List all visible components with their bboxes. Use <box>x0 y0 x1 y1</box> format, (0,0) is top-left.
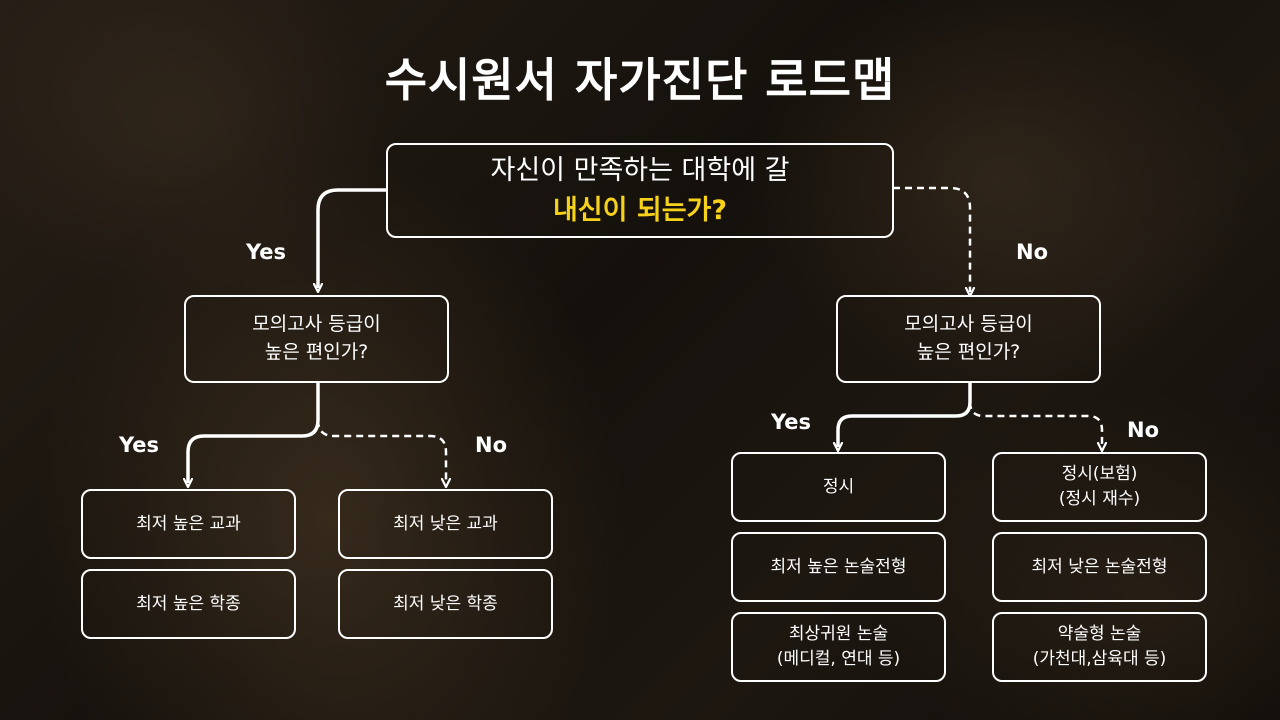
connector-left-yes <box>188 383 320 483</box>
result-text: 최저 낮은 논술전형 <box>1031 556 1168 577</box>
result-left-no-2: 최저 낮은 학종 <box>338 569 553 639</box>
result-left-yes-1: 최저 높은 교과 <box>81 489 296 559</box>
result-left-no-1: 최저 낮은 교과 <box>338 489 553 559</box>
result-subtext: (정시 재수) <box>1058 489 1141 509</box>
connector-root-yes <box>318 188 386 288</box>
result-text: 최저 높은 논술전형 <box>770 556 907 577</box>
result-text: 최저 낮은 교과 <box>393 513 498 534</box>
result-text: 약술형 논술 <box>1057 624 1142 645</box>
label-right-no: No <box>1127 418 1160 442</box>
result-left-yes-2: 최저 높은 학종 <box>81 569 296 639</box>
result-subtext: (메디컬, 연대 등) <box>776 649 901 669</box>
root-question-box: 자신이 만족하는 대학에 갈 내신이 되는가? <box>386 143 894 238</box>
left-question-line2: 높은 편인가? <box>264 341 369 363</box>
right-question-line1: 모의고사 등급이 <box>904 313 1033 336</box>
result-right-no-2: 최저 낮은 논술전형 <box>992 532 1207 602</box>
result-text: 최저 높은 학종 <box>136 593 241 614</box>
result-text: 정시 <box>822 476 855 497</box>
label-root-no: No <box>1016 240 1049 264</box>
result-right-yes-1: 정시 <box>731 452 946 522</box>
label-left-yes: Yes <box>119 433 160 457</box>
page-title: 수시원서 자가진단 로드맵 <box>384 53 896 107</box>
connector-right-yes <box>838 383 972 447</box>
result-text: 최저 높은 교과 <box>136 513 241 534</box>
right-question-box: 모의고사 등급이 높은 편인가? <box>836 295 1101 383</box>
label-root-yes: Yes <box>246 240 287 264</box>
connector-right-no <box>968 401 1102 447</box>
result-subtext: (가천대,삼육대 등) <box>1032 649 1167 669</box>
result-text: 최저 낮은 학종 <box>393 593 498 614</box>
left-question-line1: 모의고사 등급이 <box>252 313 381 336</box>
connector-left-no <box>316 419 446 483</box>
label-right-yes: Yes <box>771 410 812 434</box>
result-right-no-3: 약술형 논술 (가천대,삼육대 등) <box>992 612 1207 682</box>
label-left-no: No <box>475 433 508 457</box>
right-question-line2: 높은 편인가? <box>916 341 1021 363</box>
result-text: 정시(보험) <box>1061 464 1138 485</box>
result-right-yes-2: 최저 높은 논술전형 <box>731 532 946 602</box>
result-right-no-1: 정시(보험) (정시 재수) <box>992 452 1207 522</box>
root-question-highlight: 내신이 되는가? <box>552 194 728 226</box>
left-question-box: 모의고사 등급이 높은 편인가? <box>184 295 449 383</box>
root-question-line1: 자신이 만족하는 대학에 갈 <box>490 155 790 187</box>
result-right-yes-3: 최상귀원 논술 (메디컬, 연대 등) <box>731 612 946 682</box>
result-text: 최상귀원 논술 <box>788 624 889 645</box>
connector-root-no <box>893 186 970 292</box>
